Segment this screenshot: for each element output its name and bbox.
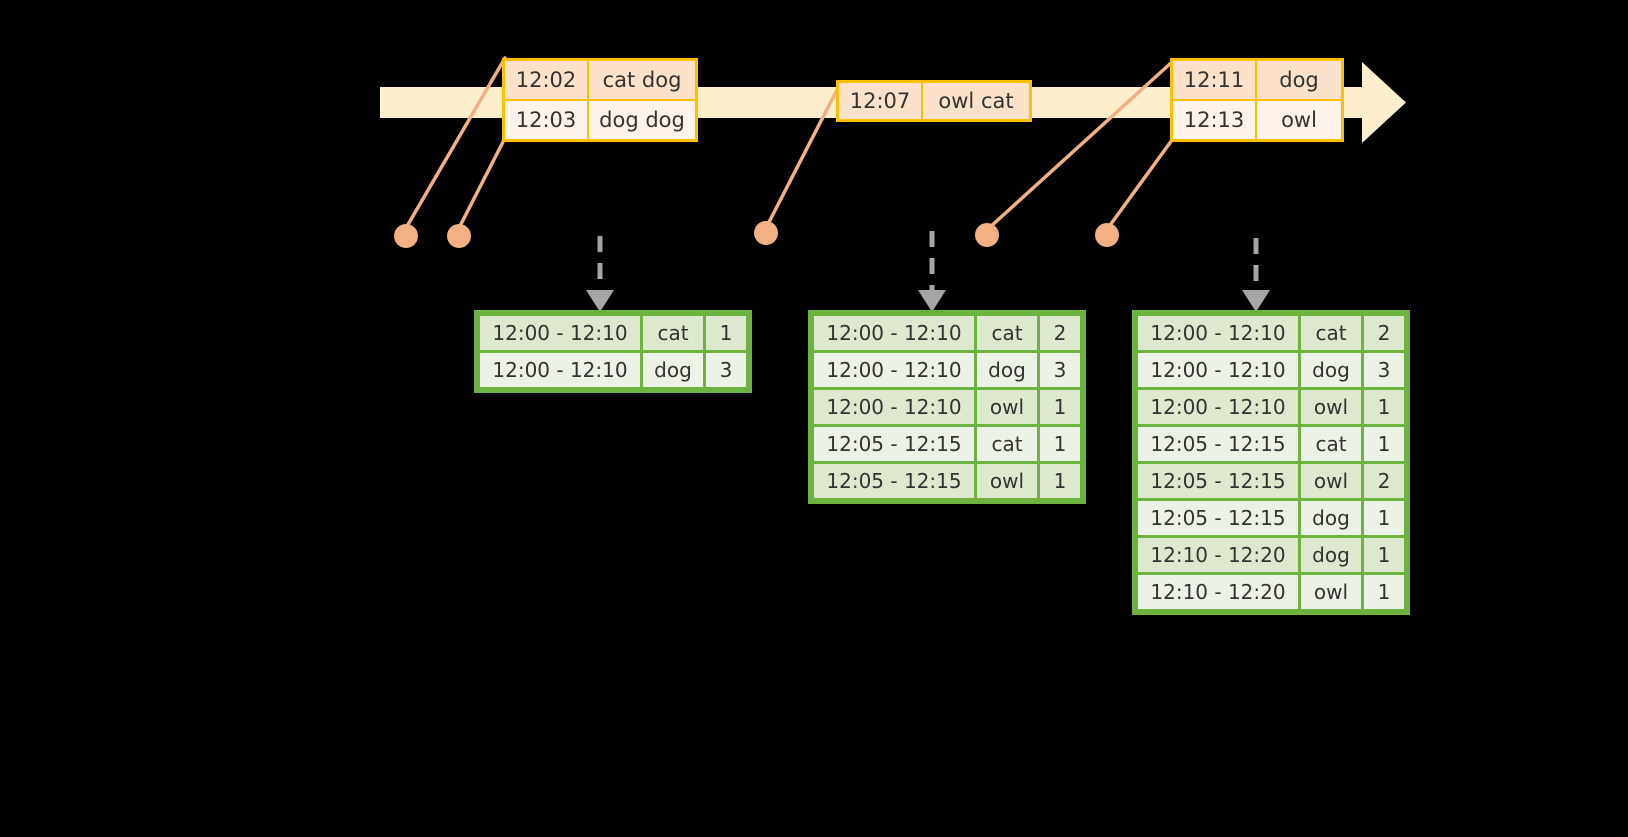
event-value: dog dog [589,101,695,139]
event-dot-5 [1095,223,1119,247]
event-row[interactable]: 12:03 dog dog [505,99,695,139]
cell-window: 12:05 - 12:15 [1138,464,1298,498]
cell-window: 12:00 - 12:10 [1138,390,1298,424]
cell-window: 12:00 - 12:10 [1138,353,1298,387]
event-row[interactable]: 12:07 owl cat [839,83,1029,119]
connector-line-2 [457,136,507,230]
cell-count: 2 [1364,464,1404,498]
cell-count: 1 [1364,501,1404,535]
event-group-2[interactable]: 12:07 owl cat [836,80,1032,122]
event-value: owl cat [923,83,1029,119]
event-dot-markers [394,221,1119,248]
cell-count: 1 [1364,427,1404,461]
event-dot-1 [394,224,418,248]
dashed-arrow-head-1 [586,290,614,312]
cell-key: dog [977,353,1037,387]
event-value: dog [1257,61,1341,99]
dashed-arrow-heads [586,290,1270,312]
dashed-arrow-head-3 [1242,290,1270,312]
cell-count: 2 [1040,316,1080,350]
cell-count: 3 [1364,353,1404,387]
event-row[interactable]: 12:13 owl [1173,99,1341,139]
cell-count: 3 [706,353,746,387]
cell-count: 1 [1040,464,1080,498]
cell-window: 12:10 - 12:20 [1138,575,1298,609]
event-time: 12:13 [1173,101,1257,139]
cell-window: 12:00 - 12:10 [814,316,974,350]
cell-window: 12:05 - 12:15 [814,464,974,498]
cell-count: 1 [1364,538,1404,572]
cell-key: dog [1301,353,1361,387]
connector-line-3 [765,86,840,228]
event-value: cat dog [589,61,695,99]
cell-key: dog [1301,538,1361,572]
cell-key: cat [977,316,1037,350]
cell-window: 12:05 - 12:15 [814,427,974,461]
event-dot-4 [975,223,999,247]
event-time: 12:11 [1173,61,1257,99]
dashed-emit-arrows [597,231,1259,292]
cell-window: 12:00 - 12:10 [1138,316,1298,350]
cell-window: 12:10 - 12:20 [1138,538,1298,572]
event-group-1[interactable]: 12:02 cat dog 12:03 dog dog [502,58,698,142]
cell-key: cat [643,316,703,350]
cell-window: 12:05 - 12:15 [1138,501,1298,535]
cell-window: 12:00 - 12:10 [814,353,974,387]
cell-key: owl [977,390,1037,424]
event-value: owl [1257,101,1341,139]
cell-count: 3 [1040,353,1080,387]
cell-key: owl [1301,575,1361,609]
event-row[interactable]: 12:02 cat dog [505,61,695,99]
event-time: 12:02 [505,61,589,99]
cell-key: dog [1301,501,1361,535]
cell-key: owl [1301,464,1361,498]
cell-key: cat [977,427,1037,461]
cell-key: owl [1301,390,1361,424]
event-group-3[interactable]: 12:11 dog 12:13 owl [1170,58,1344,142]
cell-window: 12:00 - 12:10 [814,390,974,424]
event-dot-2 [447,224,471,248]
connector-line-5 [1106,138,1174,230]
cell-key: cat [1301,316,1361,350]
connector-line-1 [404,56,507,230]
cell-window: 12:00 - 12:10 [480,316,640,350]
cell-count: 1 [1364,575,1404,609]
event-time: 12:07 [839,83,923,119]
event-row[interactable]: 12:11 dog [1173,61,1341,99]
event-time: 12:03 [505,101,589,139]
cell-count: 1 [1040,390,1080,424]
cell-key: owl [977,464,1037,498]
cell-window: 12:00 - 12:10 [480,353,640,387]
event-dot-3 [754,221,778,245]
dashed-arrow-head-2 [918,290,946,312]
cell-count: 2 [1364,316,1404,350]
cell-count: 1 [1364,390,1404,424]
cell-key: cat [1301,427,1361,461]
cell-window: 12:05 - 12:15 [1138,427,1298,461]
cell-count: 1 [1040,427,1080,461]
cell-count: 1 [706,316,746,350]
cell-key: dog [643,353,703,387]
